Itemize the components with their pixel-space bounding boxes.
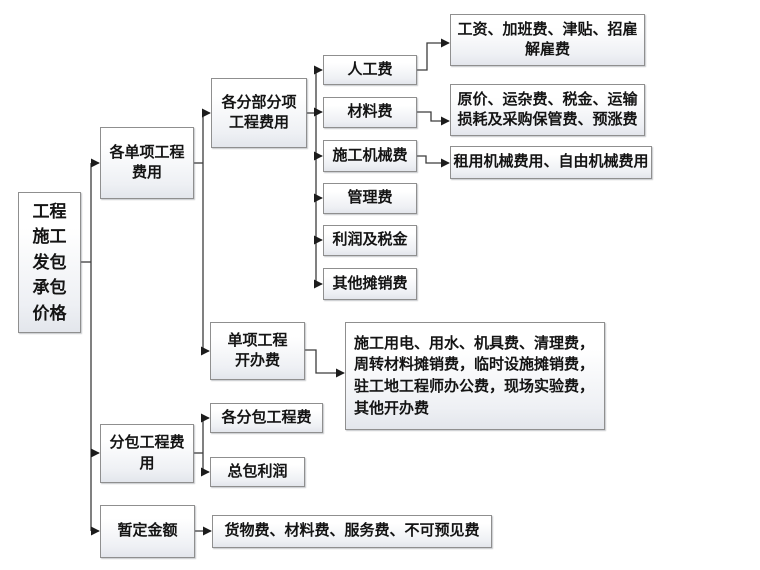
node-provisional-sum-detail: 货物费、材料费、服务费、不可预见费 [212,515,492,548]
node-subcontract-works-fee: 分包工程费 用 [100,424,194,483]
node-machinery-fee-detail: 租用机械费用、自由机械费用 [450,146,652,179]
node-profit-and-tax: 利润及税金 [323,225,417,256]
node-divisional-works-fee: 各分部分项 工程费用 [211,78,307,148]
node-setup-fee-detail: 施工用电、用水、机具费、清理费， 周转材料摊销费，临时设施摊销费， 驻工地工程师… [345,322,605,430]
node-general-contractor-profit: 总包利润 [210,457,305,487]
node-each-subcontract-fee: 各分包工程费 [210,403,323,433]
node-root-contract-price: 工程 施工 发包 承包 价格 [18,192,81,333]
node-labor-fee-detail: 工资、加班费、津贴、招雇 解雇费 [450,14,645,66]
node-other-amortization-fee: 其他摊销费 [323,268,417,300]
node-single-project-setup-fee: 单项工程 开办费 [210,322,305,380]
node-unit-project-fee: 各单项工程 费用 [100,127,194,199]
node-management-fee: 管理费 [323,183,417,214]
node-labor-fee: 人工费 [323,55,417,85]
node-construction-machinery-fee: 施工机械费 [323,140,417,172]
node-material-fee: 材料费 [323,97,417,128]
node-provisional-sum: 暂定金额 [100,505,195,558]
node-material-fee-detail: 原价、运杂费、税金、运输 损耗及采购保管费、预涨费 [450,84,645,136]
